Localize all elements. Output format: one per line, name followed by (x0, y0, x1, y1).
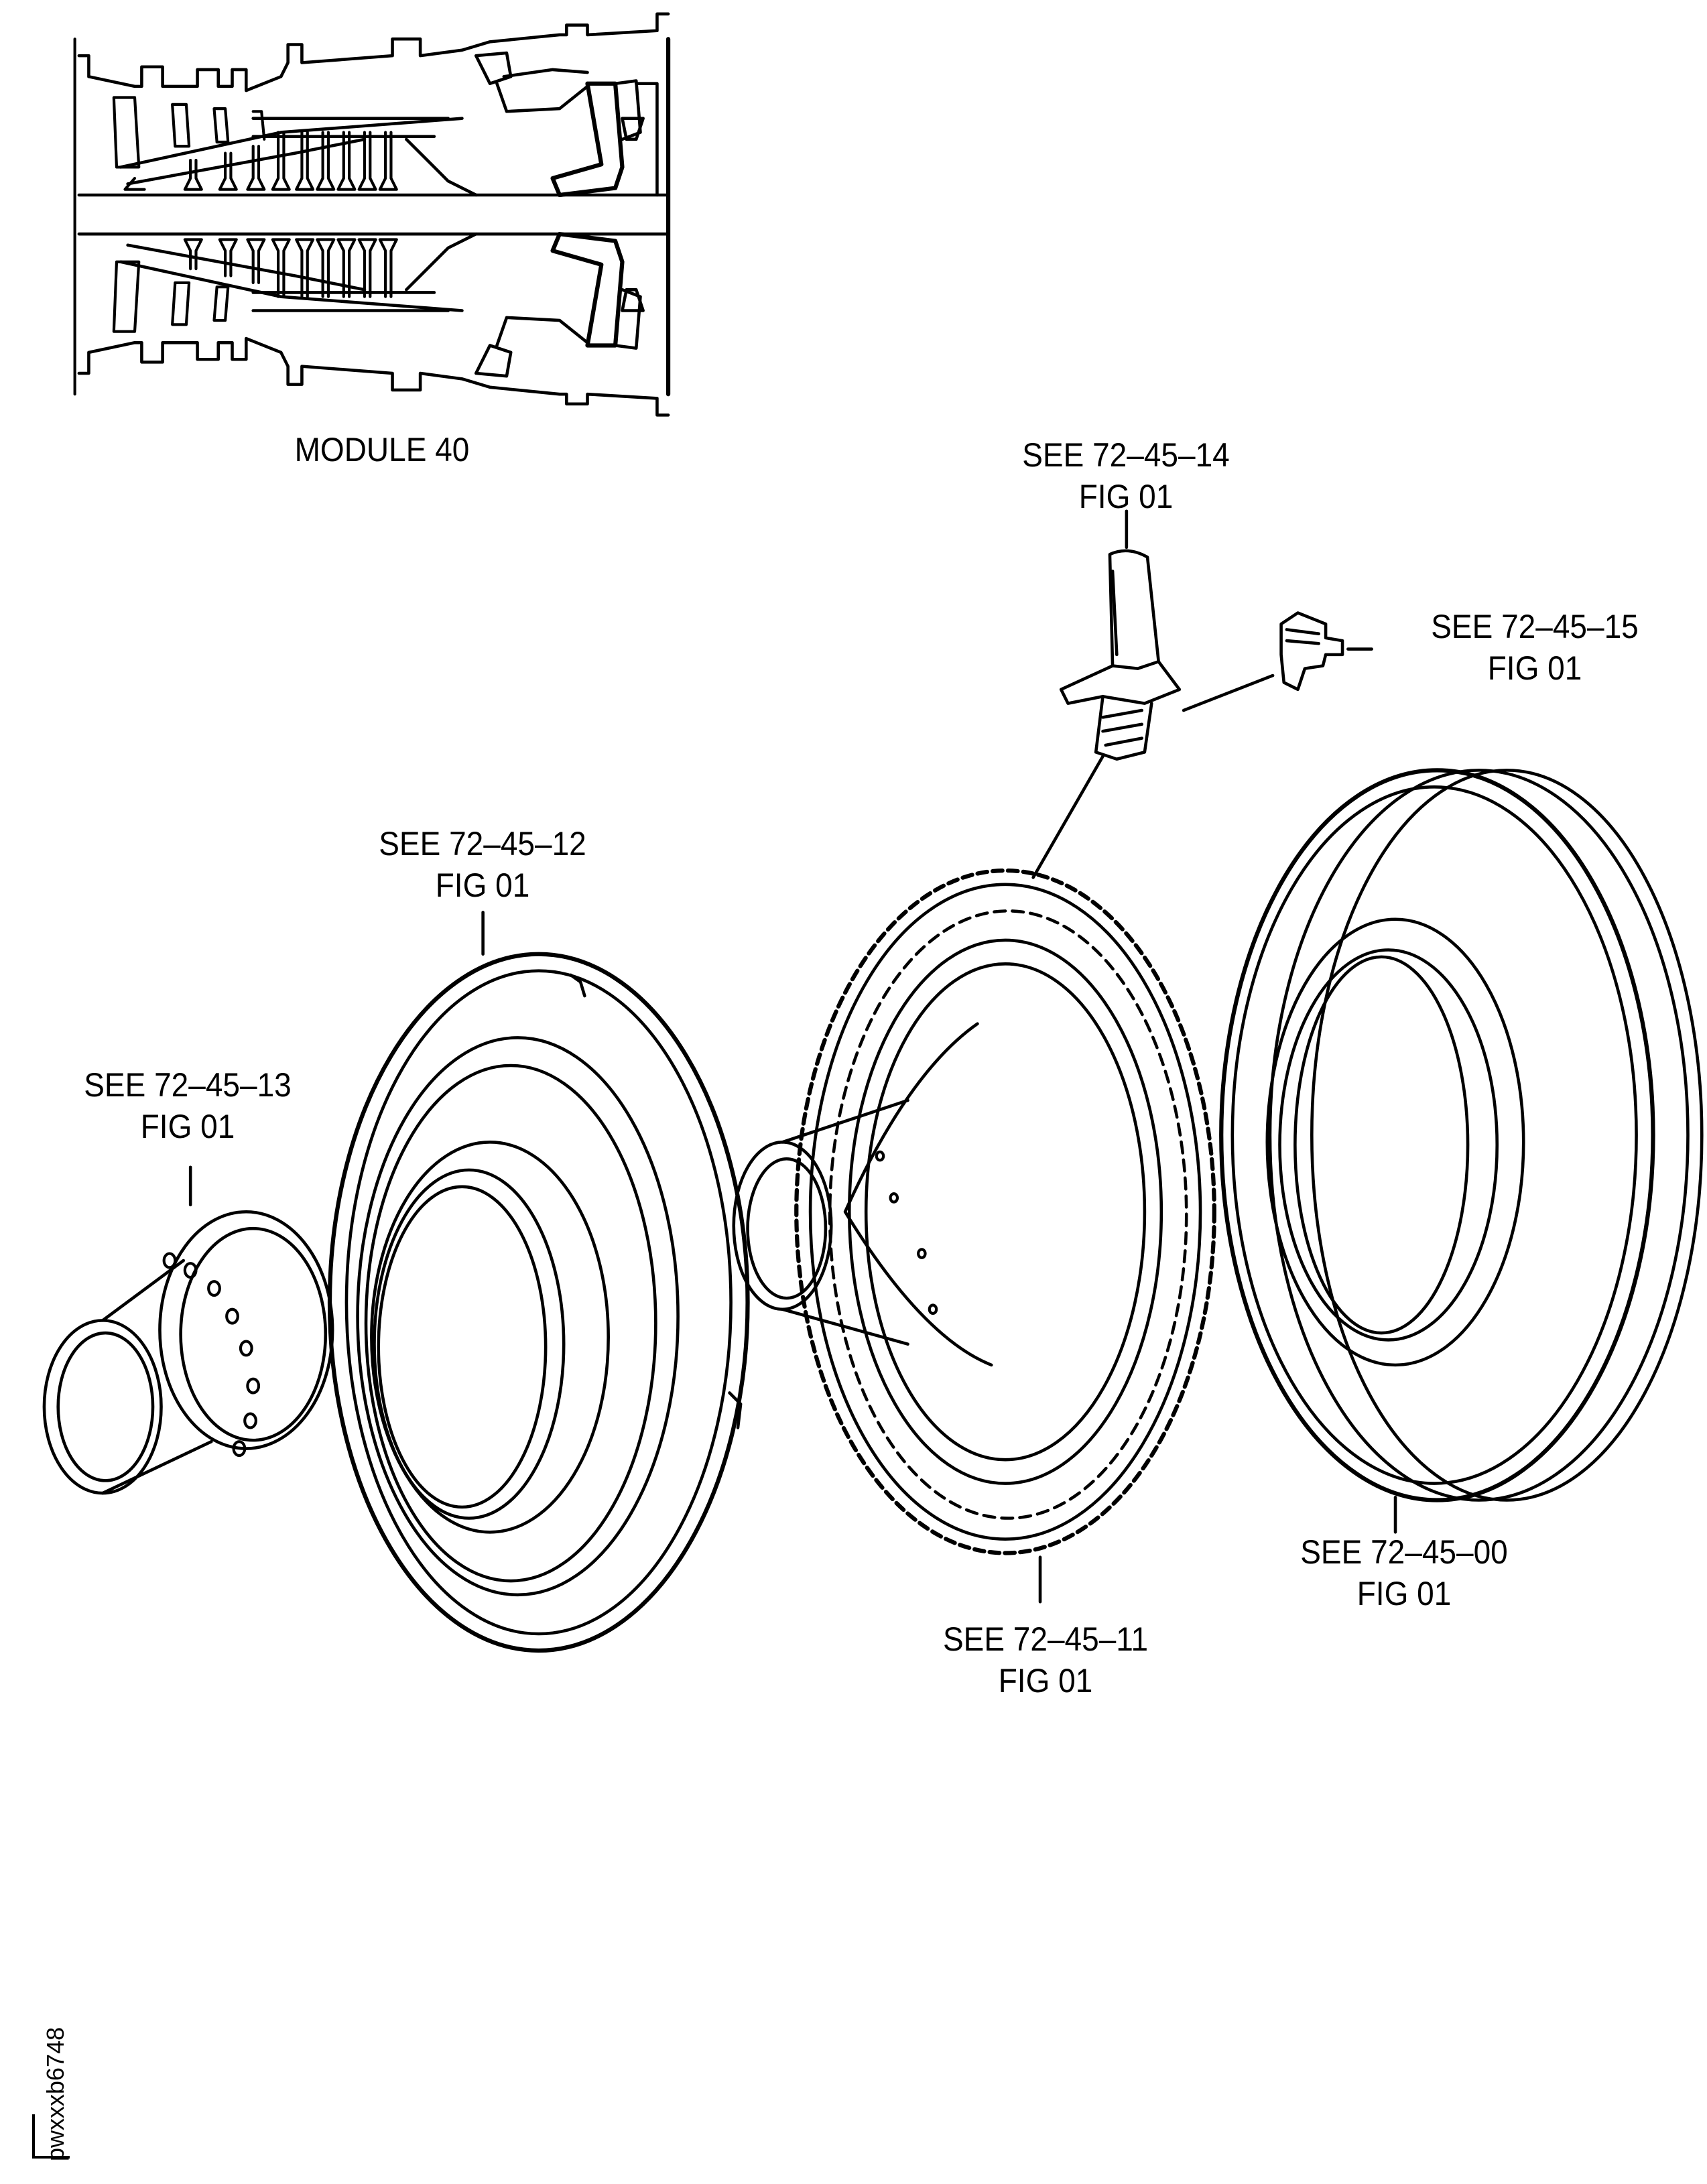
inset-caption: MODULE 40 (253, 429, 511, 470)
sheet-id-corner-mark (32, 2114, 70, 2159)
front-cover-plate-part (327, 911, 750, 1653)
module-40-cross-section (73, 12, 671, 417)
callout-line1: SEE 72–45–13 (84, 1066, 292, 1104)
callout-72-45-14: SEE 72–45–14 FIG 01 (966, 434, 1286, 517)
leader-line-blade-retainer (1182, 673, 1275, 712)
callout-72-45-11: SEE 72–45–11 FIG 01 (885, 1618, 1206, 1701)
callout-line1: SEE 72–45–00 (1300, 1533, 1508, 1571)
callout-line2: FIG 01 (435, 866, 530, 904)
callout-line2: FIG 01 (1078, 478, 1174, 515)
callout-line1: SEE 72–45–11 (942, 1620, 1149, 1658)
callout-72-45-12: SEE 72–45–12 FIG 01 (322, 823, 643, 906)
turbine-disk-part (732, 868, 1216, 1604)
callout-72-45-00: SEE 72–45–00 FIG 01 (1244, 1531, 1564, 1614)
sheet-id: pwxxxb6748 (42, 2027, 69, 2161)
callout-line2: FIG 01 (998, 1662, 1093, 1699)
turbine-blade-part (1059, 509, 1182, 761)
callout-line2: FIG 01 (140, 1108, 235, 1145)
callout-line2: FIG 01 (1356, 1575, 1452, 1612)
callout-72-45-13: SEE 72–45–13 FIG 01 (27, 1064, 348, 1147)
rear-cover-part (1219, 768, 1704, 1534)
callout-72-45-15: SEE 72–45–15 FIG 01 (1381, 606, 1689, 689)
callout-line1: SEE 72–45–15 (1431, 608, 1639, 645)
callout-line1: SEE 72–45–12 (379, 825, 586, 862)
inset-caption-text: MODULE 40 (294, 431, 470, 468)
stub-shaft-part (42, 1165, 334, 1495)
callout-line2: FIG 01 (1487, 649, 1582, 687)
callout-line1: SEE 72–45–14 (1022, 436, 1230, 474)
leader-line-disk-blade (1031, 755, 1104, 879)
blade-retainer-part (1279, 611, 1373, 692)
